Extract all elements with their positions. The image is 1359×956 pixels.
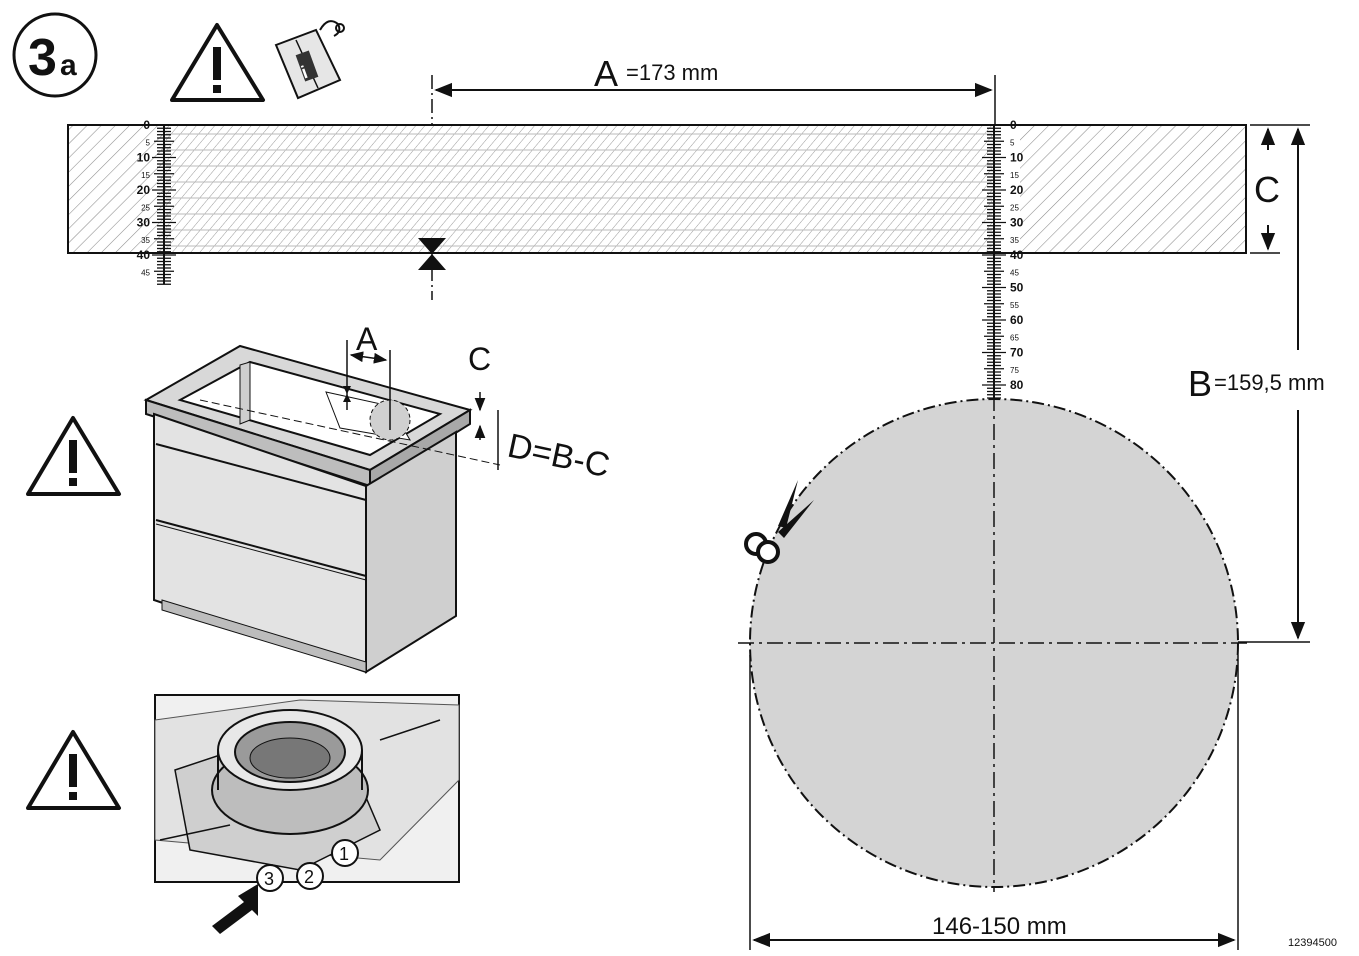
ruler-left-label: 25 [141, 203, 150, 212]
ruler-left-label: 20 [137, 183, 151, 197]
dimension-b: B =159,5 mm [1188, 124, 1325, 643]
inset-illustration [154, 694, 460, 883]
step-badge: 3 a [12, 12, 98, 98]
ruler-right-label: 25 [1010, 203, 1019, 212]
dimension-diameter: 146-150 mm [749, 655, 1239, 950]
dimension-a-value: =173 mm [626, 60, 718, 85]
callout-3: 3 [256, 864, 284, 892]
warning-triangle-icon [26, 730, 121, 810]
ruler-left-label: 10 [137, 151, 151, 165]
cut-circle [738, 395, 1250, 892]
ruler-right-label: 60 [1010, 313, 1024, 327]
ruler-left-label: 30 [137, 216, 151, 230]
ruler-left-label: 45 [141, 268, 150, 277]
svg-text:i: i [299, 62, 311, 83]
ruler-right-label: 65 [1010, 333, 1019, 342]
ruler-left-label: 0 [143, 118, 150, 132]
cabinet-a-label: A [356, 321, 378, 357]
scissors-icon [744, 480, 814, 564]
figure-code: 12394500 [1288, 937, 1337, 949]
step-sub: a [60, 49, 77, 82]
ruler-left-label: 15 [141, 171, 150, 180]
ruler-right-label: 80 [1010, 378, 1024, 392]
dimension-b-value: =159,5 mm [1214, 370, 1325, 395]
dimension-diameter-value: 146-150 mm [932, 913, 1067, 940]
manual-info-icon: i [274, 20, 345, 100]
position-marker-icon [418, 238, 446, 270]
ruler-right-label: 45 [1010, 268, 1019, 277]
callout-2: 2 [296, 862, 324, 890]
template-strip [67, 124, 1247, 254]
callout-2-label: 2 [304, 867, 314, 887]
ruler-left-label: 5 [146, 138, 151, 147]
ruler-right-label: 30 [1010, 216, 1024, 230]
dimension-a-letter: A [594, 53, 618, 94]
ruler-right-label: 75 [1010, 366, 1019, 375]
arrow-icon [212, 884, 258, 934]
cabinet-illustration: A C D=B-C [143, 321, 613, 674]
ruler-right: 0 5 10 15 20 25 30 35 40 45 50 55 60 65 70 75 80 [982, 118, 1024, 399]
ruler-left-label: 40 [137, 248, 151, 262]
ruler-left: 0 5 10 15 20 25 30 35 40 45 [137, 118, 176, 285]
dimension-b-letter: B [1188, 363, 1212, 404]
ruler-right-label: 35 [1010, 236, 1019, 245]
ruler-right-label: 5 [1010, 138, 1015, 147]
ruler-right-label: 0 [1010, 118, 1017, 132]
warning-triangle-icon [26, 416, 121, 496]
ruler-right-label: 50 [1010, 281, 1024, 295]
cabinet-c-label: C [468, 341, 491, 377]
dimension-c: C [1250, 124, 1280, 254]
ruler-right-label: 10 [1010, 151, 1024, 165]
dimension-c-letter: C [1254, 169, 1280, 210]
callout-3-label: 3 [264, 869, 274, 889]
ruler-right-label: 20 [1010, 183, 1024, 197]
cabinet-d-formula: D=B-C [504, 427, 613, 486]
warning-triangle-icon [170, 23, 265, 102]
ruler-right-label: 55 [1010, 301, 1019, 310]
ruler-right-label: 70 [1010, 346, 1024, 360]
callout-1-label: 1 [339, 844, 349, 864]
step-number: 3 [28, 29, 57, 87]
ruler-right-label: 15 [1010, 171, 1019, 180]
callout-1: 1 [331, 839, 359, 867]
ruler-right-label: 40 [1010, 248, 1024, 262]
ruler-left-label: 35 [141, 236, 150, 245]
